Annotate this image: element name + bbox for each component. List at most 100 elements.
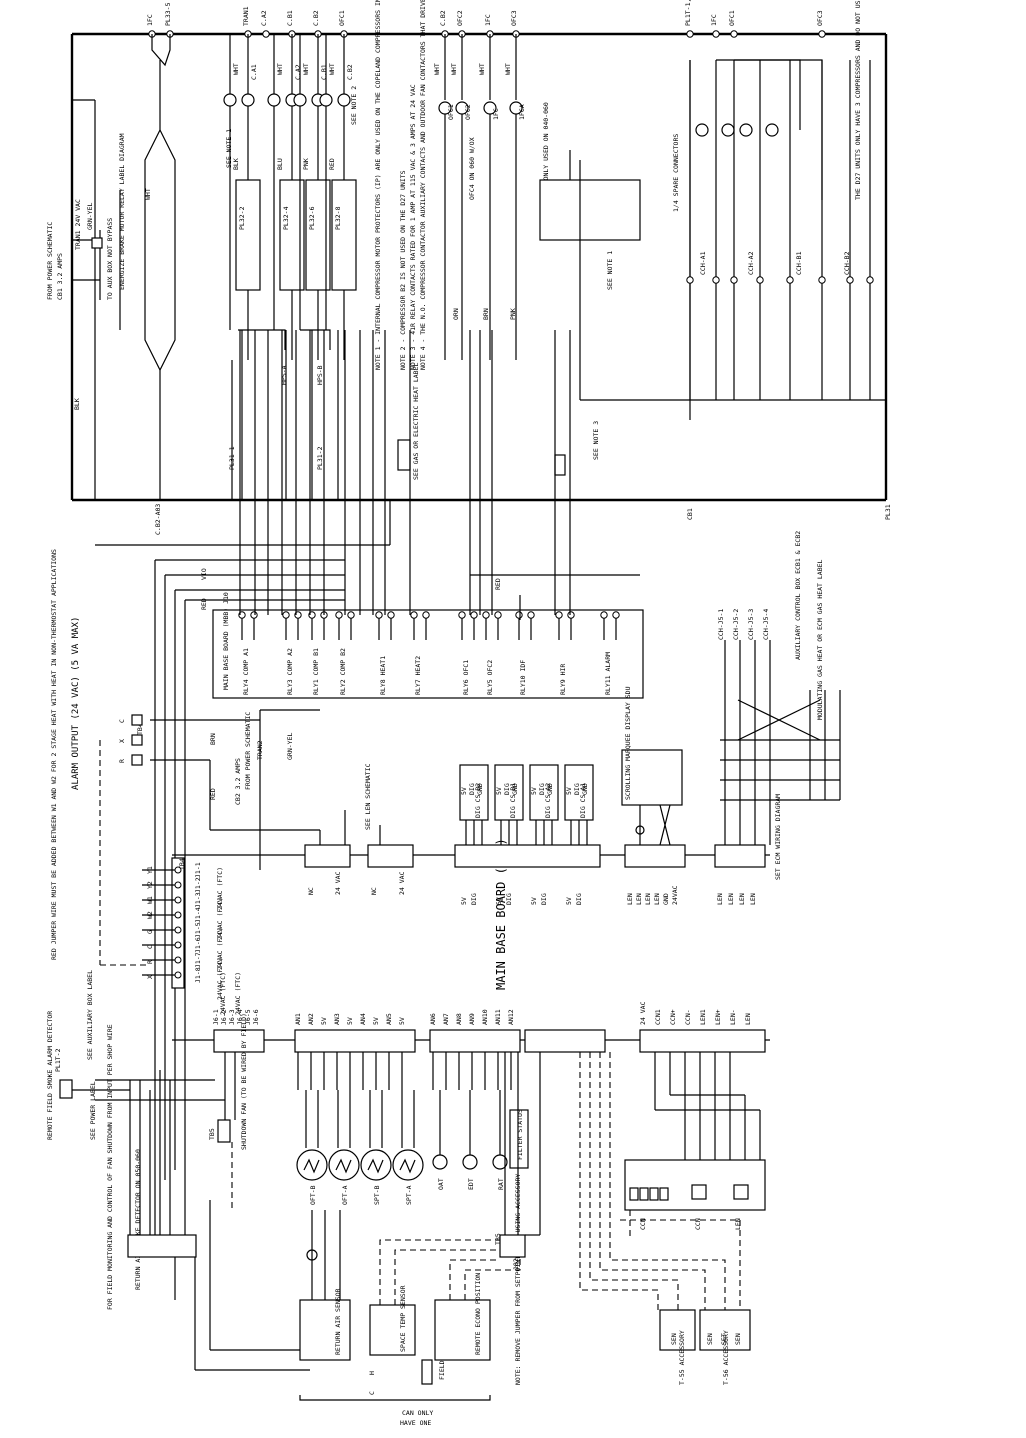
stage-sensor-label: OAT <box>437 1178 445 1190</box>
smoke-section: REMOTE FIELD SMOKE ALARM DETECTOR SEE PO… <box>46 1011 310 1371</box>
heater-coil <box>721 123 735 137</box>
mbb-bottom-connectors: 24VAC (FTC) 24VAC (FTC) SEE AUXILIARY BO… <box>86 970 766 1090</box>
plug-label: PL32-2 <box>238 206 246 230</box>
alarm-terminal <box>131 754 143 766</box>
mbb-ccn-connector <box>714 844 766 868</box>
mbb-ccn-len-conn <box>639 1029 766 1053</box>
terminal <box>712 30 720 38</box>
compressor-section: PL32-2C.A1WHTBLKPL32-4C.A2WHTBLUPL32-6C.… <box>223 34 358 500</box>
relay-label: RLY3 COMP A2 <box>286 648 294 695</box>
contactor-coil <box>319 93 333 107</box>
terminal <box>818 276 826 284</box>
analog-pin-label: AN2 <box>307 1013 315 1025</box>
analog-pin-label: 5V <box>346 1017 354 1025</box>
svg-text:MODULATING GAS HEAT OR ECM GAS: MODULATING GAS HEAT OR ECM GAS HEAT LABE… <box>816 559 824 720</box>
stage-sensor <box>432 1154 448 1170</box>
mbb-j6-conn <box>213 1029 265 1053</box>
contactor-label: C.B2 <box>346 64 354 80</box>
svg-text:HPS-B: HPS-B <box>316 365 324 385</box>
dig-pin-label: 5V <box>460 787 468 795</box>
wire-label: WHT <box>450 63 458 75</box>
tb4-vac-label: 24VAC (FTC) <box>216 957 224 1000</box>
svg-text:PL31: PL31 <box>884 504 892 520</box>
heater-coil <box>765 123 779 137</box>
top-labels-left: 1FC PL33-5 <box>146 2 172 26</box>
terminal <box>410 611 418 619</box>
svg-text:SCROLLING MARQUEE DISPLAY SDU: SCROLLING MARQUEE DISPLAY SDU <box>624 686 632 800</box>
thermistor-label: SPT-A <box>405 1185 413 1205</box>
wire-label: BLK <box>232 158 240 170</box>
tb4-pin-label: J1-4 <box>194 907 202 923</box>
stage-sensor <box>492 1154 508 1170</box>
contactor-label: C.A2 <box>294 64 302 80</box>
plug-connector <box>331 179 357 291</box>
svg-text:OFC3: OFC3 <box>816 10 824 26</box>
wire-label: WHT <box>504 63 512 75</box>
svg-text:FIELD: FIELD <box>438 1360 446 1380</box>
mbb-pin-label: J6-3 <box>228 1009 236 1025</box>
tb5-right <box>499 1234 526 1258</box>
wire-label: PNK <box>509 308 517 320</box>
ccn-pin-label: LEN <box>727 893 735 905</box>
accessories: T-55 ACCESSORY T-56 ACCESSORY SEN SEN SE… <box>659 1309 751 1385</box>
svg-text:REMOTE ECONO POSITION: REMOTE ECONO POSITION <box>474 1273 482 1355</box>
analog-pin-label: 5V <box>398 1017 406 1025</box>
mbb-dig-connector <box>454 844 601 868</box>
dashed-accessory-wires <box>579 1052 741 1310</box>
svg-text:T-55 ACCESSORY: T-55 ACCESSORY <box>678 1330 686 1385</box>
svg-text:SEE GAS OR ELECTRIC HEAT LABEL: SEE GAS OR ELECTRIC HEAT LABEL <box>412 363 420 480</box>
wire <box>300 329 331 350</box>
svg-text:SEN: SEN <box>706 1333 714 1345</box>
dig-pin-label: GND <box>546 783 554 795</box>
mbb-pin-label: 5V <box>530 897 538 905</box>
svg-text:NOTE 3 - 41R RELAY CONTACTS RA: NOTE 3 - 41R RELAY CONTACTS RATED FOR 1 … <box>409 84 417 370</box>
thermistor <box>296 1149 328 1181</box>
contactor-label: C.A1 <box>250 64 258 80</box>
dig-sensor-label: DIG CS B1 <box>509 783 517 818</box>
mbb-pin-label: DIG <box>505 893 513 905</box>
relay-label: RLY11 ALARM <box>604 652 612 695</box>
mbb-pin-label: DIG <box>470 893 478 905</box>
remote-econo-position <box>434 1299 491 1361</box>
svg-text:CCN: CCN <box>694 1218 702 1230</box>
plug-connector <box>235 179 261 291</box>
svg-text:SET: SET <box>720 1333 728 1345</box>
svg-text:BLK: BLK <box>73 398 81 410</box>
terminal <box>527 611 535 619</box>
svg-text:24 VAC: 24 VAC <box>398 871 406 895</box>
svg-text:FILTER STATUS: FILTER STATUS <box>516 1109 524 1160</box>
svg-text:H: H <box>368 1371 376 1375</box>
tb4-terminal-label: R <box>146 960 154 964</box>
tb3-section: TB3 CCN CCN LEN <box>624 1052 766 1230</box>
svg-text:SPACE TEMP SENSOR: SPACE TEMP SENSOR <box>399 1285 407 1352</box>
svg-text:C.B2: C.B2 <box>439 10 447 26</box>
svg-text:LEN: LEN <box>734 1218 742 1230</box>
mbb-pin-label: J6-4 <box>236 1009 244 1025</box>
analog-pin-label: AN9 <box>468 1013 476 1025</box>
svg-text:THE D27 UNITS ONLY HAVE 3 COMP: THE D27 UNITS ONLY HAVE 3 COMPRESSORS AN… <box>854 0 862 200</box>
svg-text:RED: RED <box>494 578 502 590</box>
svg-text:1FC: 1FC <box>484 14 492 26</box>
svg-text:SEE NOTE 1: SEE NOTE 1 <box>225 129 233 168</box>
svg-text:REMOTE FIELD SMOKE ALARM DETEC: REMOTE FIELD SMOKE ALARM DETECTOR <box>46 1011 54 1140</box>
svg-text:CCN: CCN <box>639 1218 647 1230</box>
svg-text:SEN: SEN <box>670 1333 678 1345</box>
relay-label: RLY9 HIR <box>559 664 567 695</box>
dig-sensor-box <box>529 764 559 821</box>
tb4-strip <box>171 857 185 989</box>
svg-text:1FC: 1FC <box>146 14 154 26</box>
mbb-pin-label: J6-5 <box>244 1009 252 1025</box>
terminal <box>347 611 355 619</box>
wire <box>238 329 286 350</box>
ccn-pin-label: LEN <box>738 893 746 905</box>
terminal <box>335 611 343 619</box>
analog-pin-label: AN8 <box>455 1013 463 1025</box>
svg-text:NOTE 2 - COMPRESSOR B2 IS NOT: NOTE 2 - COMPRESSOR B2 IS NOT USED ON TH… <box>399 170 407 370</box>
tb4-terminal <box>174 941 182 949</box>
wire-label: BRN <box>482 308 490 320</box>
